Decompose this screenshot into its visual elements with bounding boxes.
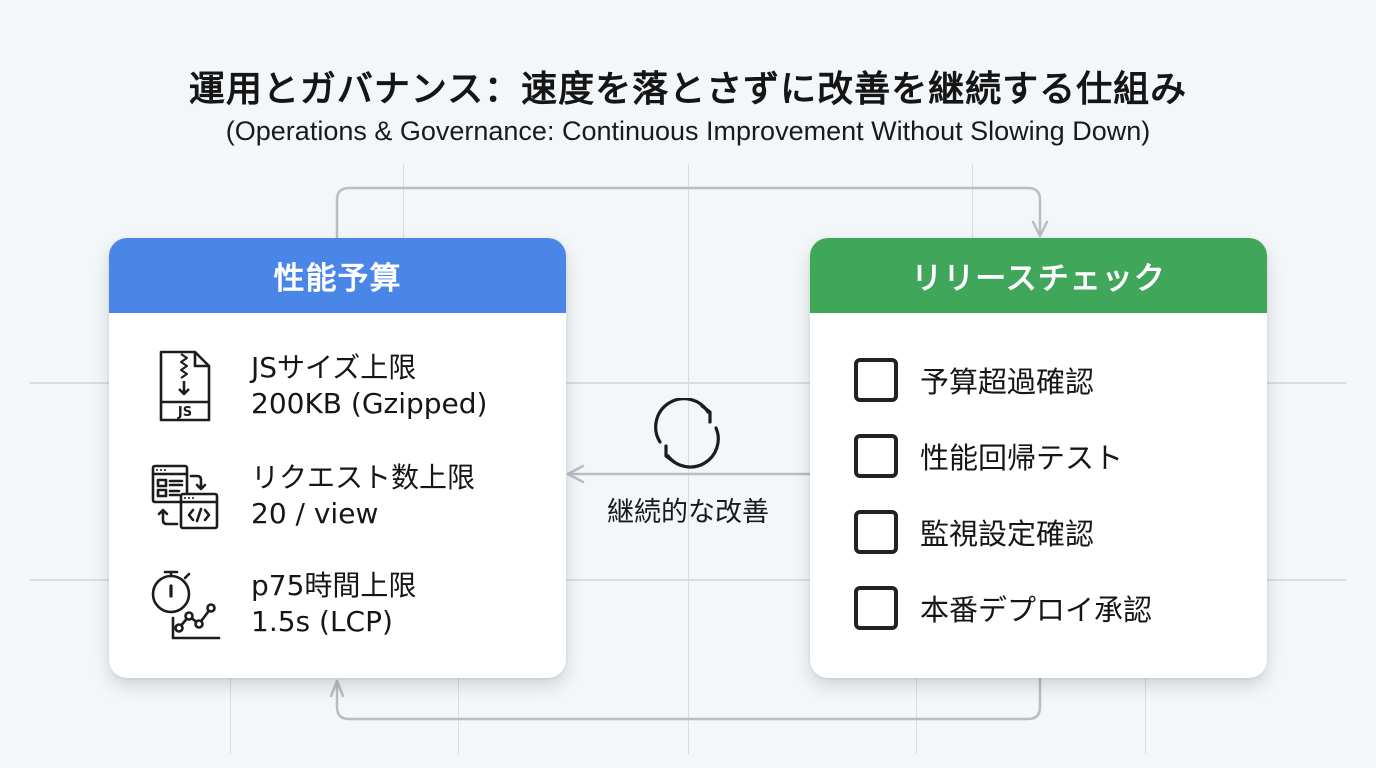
checklist-item-label: 監視設定確認 xyxy=(920,517,1095,551)
checklist-item-regression-test[interactable]: 性能回帰テスト xyxy=(854,434,1123,478)
checklist-item-monitoring-config[interactable]: 監視設定確認 xyxy=(854,510,1094,554)
budget-item-value: 200KB (Gzipped) xyxy=(251,387,488,420)
request-code-window-icon xyxy=(149,456,221,536)
budget-item-p75-time: p75時間上限 1.5s (LCP) xyxy=(149,564,416,644)
refresh-cycle-icon xyxy=(654,398,720,469)
budget-item-label: リクエスト数上限 xyxy=(251,461,476,494)
performance-budget-card: 性能予算 JS JSサイズ上限 200KB (Gzipped) xyxy=(109,238,566,678)
top-arrowhead xyxy=(1031,220,1049,238)
budget-item-label: p75時間上限 xyxy=(251,569,417,602)
release-card-header: リリースチェック xyxy=(810,238,1267,313)
grid-line xyxy=(1145,678,1146,754)
checklist-item-budget-overrun[interactable]: 予算超過確認 xyxy=(854,358,1094,402)
cycle-label: 継続的な改善 xyxy=(607,497,769,528)
grid-line xyxy=(688,164,689,754)
checkbox[interactable] xyxy=(854,434,898,478)
grid-line xyxy=(403,164,404,244)
middle-arrowhead xyxy=(566,464,585,484)
checkbox[interactable] xyxy=(854,510,898,554)
page-subtitle: (Operations & Governance: Continuous Imp… xyxy=(225,116,1151,146)
checkbox[interactable] xyxy=(854,586,898,630)
js-file-zip-icon: JS xyxy=(149,346,221,426)
grid-line xyxy=(230,678,231,754)
budget-item-label: JSサイズ上限 xyxy=(251,351,417,384)
budget-card-header: 性能予算 xyxy=(109,238,566,313)
grid-line xyxy=(916,678,917,754)
checklist-item-deploy-approval[interactable]: 本番デプロイ承認 xyxy=(854,586,1152,630)
checklist-item-label: 予算超過確認 xyxy=(920,365,1095,399)
checkbox[interactable] xyxy=(854,358,898,402)
budget-item-requests: リクエスト数上限 20 / view xyxy=(149,456,475,536)
checklist-item-label: 本番デプロイ承認 xyxy=(920,593,1153,627)
stopwatch-chart-icon xyxy=(149,564,221,644)
grid-line xyxy=(972,164,973,244)
budget-item-js-size: JS JSサイズ上限 200KB (Gzipped) xyxy=(149,346,487,426)
grid-line xyxy=(458,678,459,754)
checklist-item-label: 性能回帰テスト xyxy=(920,441,1124,475)
release-check-card: リリースチェック 予算超過確認 性能回帰テスト 監視設定確認 本番デプロイ承認 xyxy=(810,238,1267,678)
bottom-arrowhead xyxy=(329,679,345,698)
svg-text:JS: JS xyxy=(177,405,192,420)
budget-item-value: 20 / view xyxy=(251,497,379,530)
page-title: 運用とガバナンス：速度を落とさずに改善を継続する仕組み xyxy=(188,69,1188,110)
budget-item-value: 1.5s (LCP) xyxy=(251,605,393,638)
